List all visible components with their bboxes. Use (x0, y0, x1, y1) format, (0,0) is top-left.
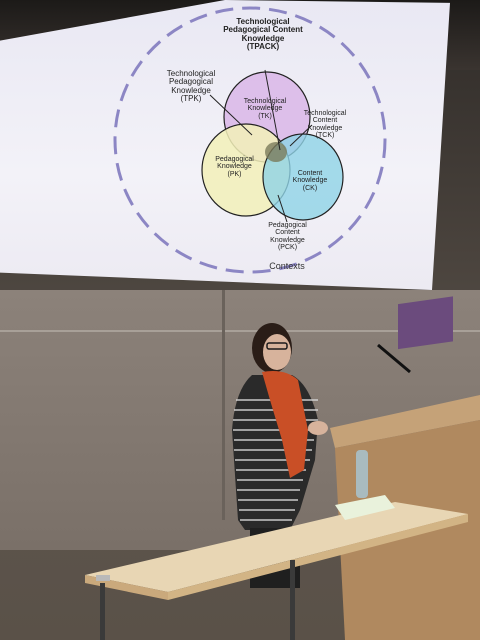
pk-label: Pedagogical Knowledge (PK) (215, 156, 254, 178)
desk-front (168, 514, 468, 600)
desk-label-sticker (96, 575, 110, 581)
tpack-center (265, 142, 287, 162)
tck-label: Technological Content Knowledge (TCK) (303, 110, 347, 140)
presenter-hands (308, 421, 328, 435)
laptop-icon (398, 296, 453, 350)
water-bottle (356, 450, 368, 498)
desk-leg-right (290, 560, 295, 640)
tck-pointer (289, 124, 313, 147)
whiteboard-divider (222, 290, 225, 520)
pck-pointer (277, 194, 288, 223)
tpack-label: Technological Pedagogical Content Knowle… (223, 17, 303, 52)
microphone-icon (377, 343, 411, 374)
contexts-label: Contexts (269, 261, 305, 271)
desk-leg-left (100, 583, 105, 640)
tpk-label: Technological Pedagogical Knowledge (TPK… (166, 69, 216, 104)
ck-label: Content Knowledge (CK) (292, 170, 328, 192)
tk-label: Technological Knowledge (TK) (243, 98, 287, 120)
contexts-dashed-ring (113, 6, 387, 274)
tpk-pointer (209, 94, 253, 136)
whiteboard-rail (0, 330, 480, 332)
tpack-pointer (264, 69, 281, 151)
orange-scarf (262, 371, 308, 478)
pck-label: Pedagogical Content Knowledge (PCK) (268, 222, 307, 252)
desk-top (85, 502, 468, 592)
desk-edge (85, 575, 168, 600)
paper-stack (335, 495, 395, 520)
lectern-top (330, 395, 480, 448)
glasses-icon (266, 342, 288, 350)
